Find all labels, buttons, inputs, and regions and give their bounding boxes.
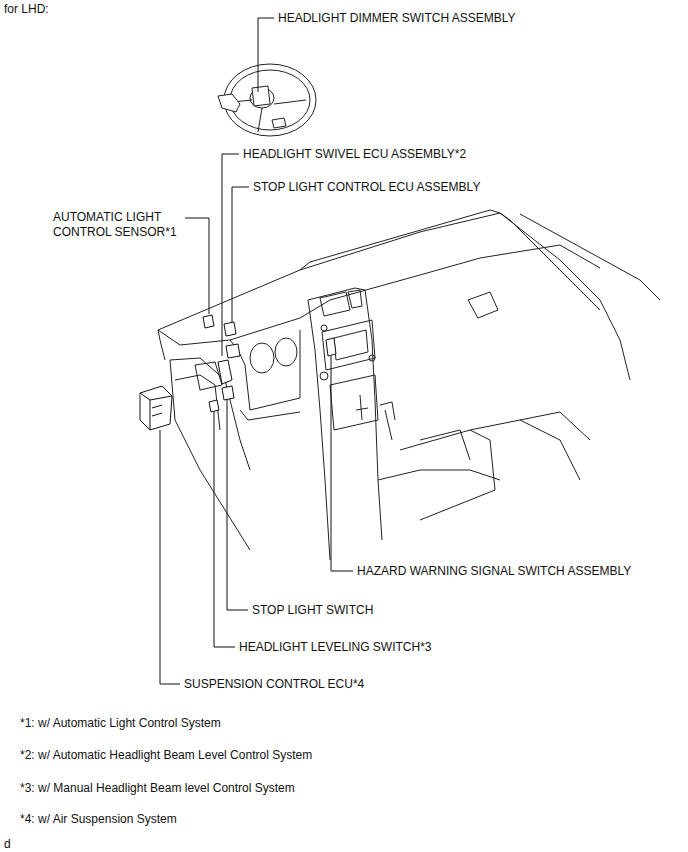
part-label: HEADLIGHT LEVELING SWITCH*3 — [239, 640, 432, 655]
part-label: AUTOMATIC LIGHT CONTROL SENSOR*1 — [53, 210, 181, 240]
part-label: HAZARD WARNING SIGNAL SWITCH ASSEMBLY — [357, 564, 631, 579]
footnote: *3: w/ Manual Headlight Beam level Contr… — [20, 781, 295, 796]
part-label: STOP LIGHT SWITCH — [252, 603, 373, 618]
part-label: STOP LIGHT CONTROL ECU ASSEMBLY — [253, 180, 480, 195]
footnote: *2: w/ Automatic Headlight Beam Level Co… — [20, 748, 312, 763]
footnote: *1: w/ Automatic Light Control System — [20, 716, 221, 731]
components — [140, 315, 336, 430]
part-label: HEADLIGHT DIMMER SWITCH ASSEMBLY — [278, 11, 516, 26]
leader-lines — [160, 18, 353, 684]
figure-code: d — [4, 837, 11, 852]
part-label: HEADLIGHT SWIVEL ECU ASSEMBLY*2 — [243, 147, 466, 162]
footnote: *4: w/ Air Suspension System — [20, 812, 177, 827]
steering-wheel — [218, 64, 316, 136]
cabin-outline — [158, 210, 660, 560]
heading-note: for LHD: — [4, 2, 49, 17]
part-label: SUSPENSION CONTROL ECU*4 — [184, 677, 364, 692]
